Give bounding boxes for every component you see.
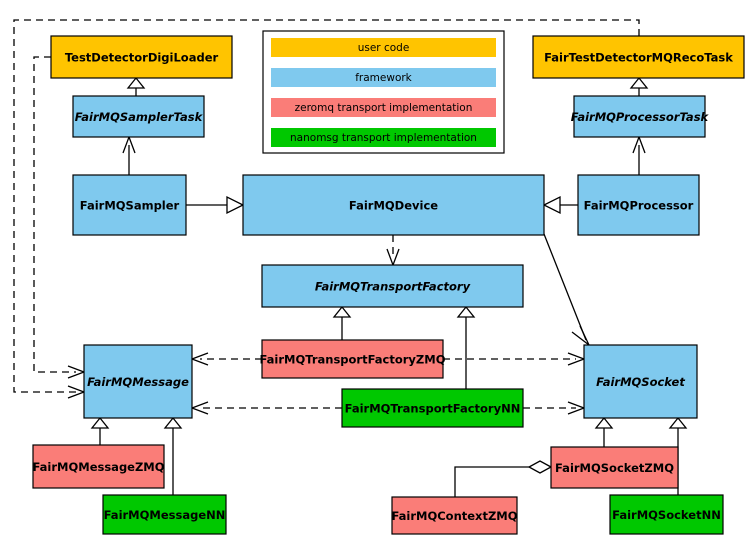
class-node-fairmqcontextzmq[interactable]: FairMQContextZMQ — [391, 496, 518, 535]
class-node-rect — [261, 339, 444, 379]
legend-item-0: user code — [271, 38, 496, 57]
edge-layer — [13, 19, 688, 497]
class-node-fairmqmessagezmq[interactable]: FairMQMessageZMQ — [32, 444, 165, 489]
class-node-fairmqsampler[interactable]: FairMQSampler — [72, 174, 187, 236]
class-node-fairmqprocessor[interactable]: FairMQProcessor — [577, 174, 700, 236]
arrowhead-messagezmq-to-message — [90, 416, 110, 429]
class-node-label: FairMQSocketZMQ — [555, 461, 674, 475]
class-node-label: FairMQSocketNN — [612, 508, 721, 522]
arrowhead-socketzmq-to-socket — [594, 416, 614, 429]
arrowhead-processortask-to-recotask — [629, 76, 649, 89]
class-node-fairmqdevice[interactable]: FairMQDevice — [242, 174, 545, 236]
class-node-rect — [609, 494, 724, 535]
edge-device-to-socket — [543, 233, 587, 341]
legend: user code framework zeromq transport imple… — [262, 30, 505, 154]
legend-swatch — [271, 38, 496, 57]
class-node-label: FairMQMessage — [87, 375, 189, 389]
class-node-label: FairMQProcessorTask — [571, 110, 710, 124]
class-node-label: FairMQMessageZMQ — [32, 460, 164, 474]
arrowhead-processor-to-device — [542, 195, 561, 215]
class-node-label: FairMQDevice — [349, 199, 438, 213]
legend-item-2: zeromq transport implementation — [271, 98, 496, 117]
class-node-label: FairMQTransportFactory — [315, 280, 471, 294]
legend-items: user code framework zeromq transport imple… — [271, 38, 496, 147]
diamond-socketzmq-composition — [527, 460, 553, 474]
class-node-label: FairMQMessageNN — [104, 508, 226, 522]
legend-label: user code — [358, 42, 410, 54]
legend-label: nanomsg transport implementation — [290, 132, 477, 144]
class-node-label: FairTestDetectorMQRecoTask — [544, 51, 733, 65]
class-node-fairmqsamplertask[interactable]: FairMQSamplerTask — [72, 95, 205, 138]
edge-digiloader-to-message — [33, 56, 76, 373]
class-node-rect — [32, 444, 165, 489]
class-node-fairmqtransportfactorynn[interactable]: FairMQTransportFactoryNN — [341, 388, 524, 428]
class-node-fairmqprocessortask[interactable]: FairMQProcessorTask — [571, 95, 710, 138]
node-layer: TestDetectorDigiLoaderFairMQSamplerTaskF… — [32, 35, 745, 535]
legend-item-1: framework — [271, 68, 496, 87]
class-node-label: FairMQTransportFactoryZMQ — [259, 353, 445, 367]
class-node-rect — [550, 446, 679, 489]
class-node-fairmqsocketzmq[interactable]: FairMQSocketZMQ — [550, 446, 679, 489]
class-node-rect — [583, 344, 698, 419]
legend-swatch — [271, 128, 496, 147]
class-node-testdetectordigiloader[interactable]: TestDetectorDigiLoader — [50, 35, 233, 79]
class-node-label: FairMQSamplerTask — [75, 110, 204, 124]
class-node-rect — [102, 494, 227, 535]
legend-swatch — [271, 68, 496, 87]
class-node-label: FairMQContextZMQ — [391, 509, 517, 523]
class-node-fairmqmessagenn[interactable]: FairMQMessageNN — [102, 494, 227, 535]
legend-item-3: nanomsg transport implementation — [271, 128, 496, 147]
class-node-fairmqtransportfactory[interactable]: FairMQTransportFactory — [261, 264, 524, 308]
class-node-label: TestDetectorDigiLoader — [65, 51, 219, 65]
class-node-rect — [261, 264, 524, 308]
arrowhead-socketnn-to-socket — [668, 416, 688, 429]
class-node-rect — [83, 344, 193, 419]
edge-socketzmq-to-contextzmq — [454, 466, 529, 497]
class-node-rect — [532, 35, 745, 79]
class-node-rect — [242, 174, 545, 236]
edge-recotask-to-message — [13, 19, 640, 393]
arrowhead-sampler-to-device — [226, 195, 245, 215]
class-node-rect — [573, 95, 706, 138]
class-node-label: FairMQSocket — [596, 375, 685, 389]
arrowhead-samplertask-to-digiloader — [126, 76, 146, 89]
class-node-rect — [72, 174, 187, 236]
arrowhead-device-to-socket — [571, 325, 590, 346]
class-node-label: FairMQTransportFactoryNN — [345, 402, 521, 416]
class-node-fairtestdetectormqrecotask[interactable]: FairTestDetectorMQRecoTask — [532, 35, 745, 79]
class-node-fairmqsocketnn[interactable]: FairMQSocketNN — [609, 494, 724, 535]
class-node-rect — [341, 388, 524, 428]
arrowhead-factorynn-to-factory — [456, 305, 476, 318]
class-node-fairmqsocket[interactable]: FairMQSocket — [583, 344, 698, 419]
class-node-rect — [50, 35, 233, 79]
class-node-fairmqmessage[interactable]: FairMQMessage — [83, 344, 193, 419]
class-node-rect — [391, 496, 518, 535]
class-node-label: FairMQSampler — [80, 199, 180, 213]
class-node-label: FairMQProcessor — [584, 199, 694, 213]
legend-label: zeromq transport implementation — [295, 102, 473, 114]
class-node-rect — [72, 95, 205, 138]
legend-swatch — [271, 98, 496, 117]
arrowhead-factoryzmq-to-factory — [332, 305, 352, 318]
legend-label: framework — [355, 72, 412, 84]
class-node-fairmqtransportfactoryzmq[interactable]: FairMQTransportFactoryZMQ — [259, 339, 446, 379]
class-node-rect — [577, 174, 700, 236]
arrowhead-messagenn-to-message — [163, 416, 183, 429]
